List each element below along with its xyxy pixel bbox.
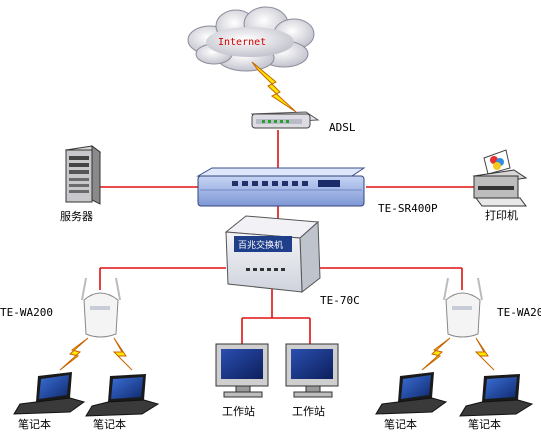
lightning-icon <box>59 337 89 371</box>
laptop-2 <box>85 374 160 417</box>
adsl-label: ADSL <box>329 121 356 134</box>
switch-panel-text: 百兆交换机 <box>238 239 283 251</box>
wireless-links <box>59 337 495 371</box>
access-point-left <box>81 277 121 338</box>
access-point-right <box>443 277 483 338</box>
laptop-label-2: 笔记本 <box>93 417 126 431</box>
laptop-1 <box>13 372 86 415</box>
lightning-icon <box>421 337 451 371</box>
server-label: 服务器 <box>60 210 93 223</box>
switch-te-70c: 百兆交换机 <box>224 215 321 293</box>
laptop-label-1: 笔记本 <box>18 417 51 431</box>
workstation-label-2: 工作站 <box>292 404 325 418</box>
laptop-3 <box>375 372 448 415</box>
switch-label: TE-70C <box>320 294 360 307</box>
laptop-label-4: 笔记本 <box>468 417 501 431</box>
server <box>64 145 102 205</box>
lightning-icon <box>112 337 133 371</box>
lightning-icon <box>251 61 297 113</box>
printer-label: 打印机 <box>485 208 518 222</box>
ap-left-label: TE-WA200 <box>0 306 53 319</box>
ap-right-label: TE-WA20 <box>497 306 541 319</box>
internet-cloud <box>187 6 315 72</box>
laptop-label-3: 笔记本 <box>384 417 417 431</box>
workstation-2 <box>285 343 339 398</box>
printer <box>472 149 528 207</box>
router-te-sr400p <box>196 167 366 207</box>
router-label: TE-SR400P <box>378 202 438 215</box>
workstation-label-1: 工作站 <box>222 404 255 418</box>
adsl-modem <box>250 111 320 129</box>
internet-label: Internet <box>218 37 266 48</box>
laptop-4 <box>459 374 534 417</box>
workstation-1 <box>215 343 269 398</box>
links <box>96 130 474 344</box>
lightning-icon <box>474 337 495 371</box>
